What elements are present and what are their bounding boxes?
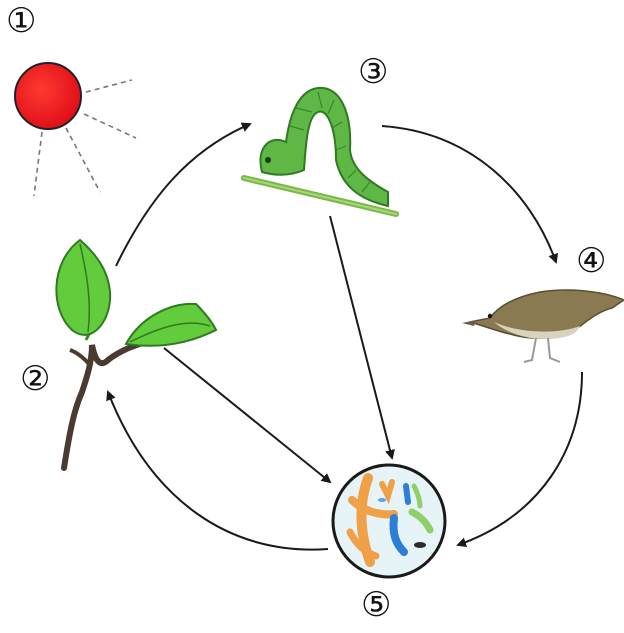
decomposers-icon xyxy=(333,465,445,577)
arrow-decomposers-to-plant xyxy=(108,392,328,550)
plant-icon xyxy=(56,240,216,468)
label-sun: ① xyxy=(6,4,36,38)
arrow-caterpillar-to-decomposers xyxy=(330,216,392,458)
arrow-caterpillar-to-bird xyxy=(382,126,556,262)
label-plant: ② xyxy=(20,362,50,396)
sun-icon xyxy=(15,63,136,196)
caterpillar-icon xyxy=(244,88,396,214)
label-decomposers: ⑤ xyxy=(361,588,391,622)
label-bird: ④ xyxy=(576,244,606,278)
arrow-bird-to-decomposers xyxy=(458,372,582,545)
label-caterpillar: ③ xyxy=(358,55,388,89)
bird-icon xyxy=(462,290,624,362)
arrow-plant-to-decomposers xyxy=(164,348,330,482)
arrow-plant-to-caterpillar xyxy=(116,124,250,266)
